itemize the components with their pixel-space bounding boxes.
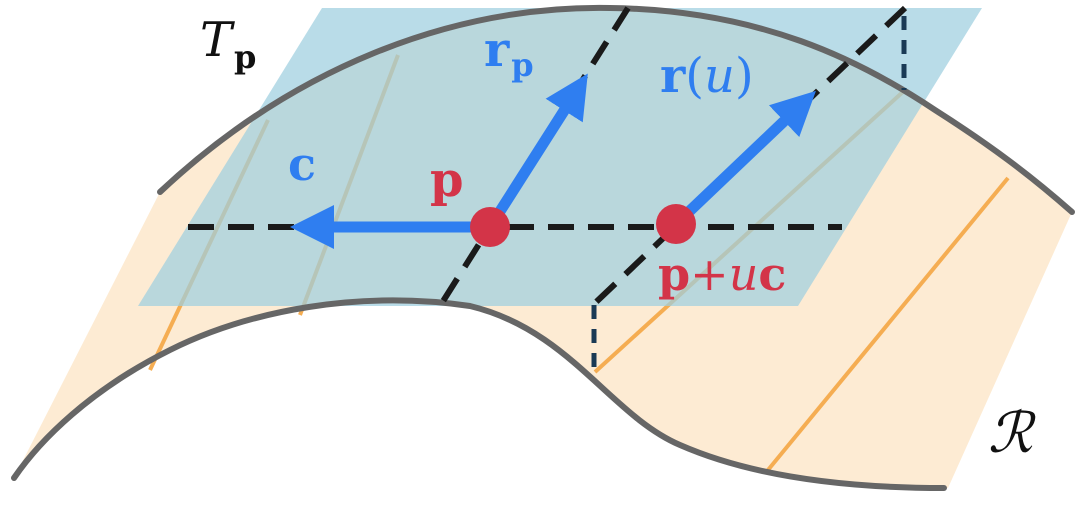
label-puc-c: c (758, 247, 786, 301)
label-puc-u: u (729, 247, 759, 301)
label-ru-u: u (704, 48, 735, 104)
label-ru-r: r (660, 48, 686, 104)
label-T: T (200, 12, 235, 68)
label-point-p: p (430, 152, 464, 208)
label-vector-rp: rp (484, 22, 534, 84)
ruling-line-4 (766, 176, 1010, 472)
vector-rp-arrow (485, 73, 588, 230)
label-ru-open-paren: ( (685, 48, 704, 104)
label-puc-p: p (658, 247, 690, 301)
label-T-subscript: p (234, 38, 256, 76)
label-vector-ru: r(u) (660, 48, 754, 104)
point-p (470, 207, 510, 247)
surface-lower-edge (11, 297, 947, 491)
label-rp-r: r (484, 22, 510, 78)
label-tangent-plane: Tp (200, 12, 256, 76)
surface-upper-edge (157, 4, 1075, 215)
label-puc-plus: + (690, 247, 729, 301)
dashed-drop-lines (591, 16, 907, 375)
label-region-R: ℛ (988, 401, 1036, 466)
vector-ru-arrow (672, 90, 816, 228)
point-p-plus-uc (656, 204, 696, 244)
label-point-p-plus-uc: p+uc (658, 247, 786, 301)
label-ru-close-paren: ) (735, 48, 754, 104)
vectors (290, 73, 816, 249)
label-vector-c: c (288, 137, 316, 191)
label-rp-subscript: p (511, 46, 533, 84)
